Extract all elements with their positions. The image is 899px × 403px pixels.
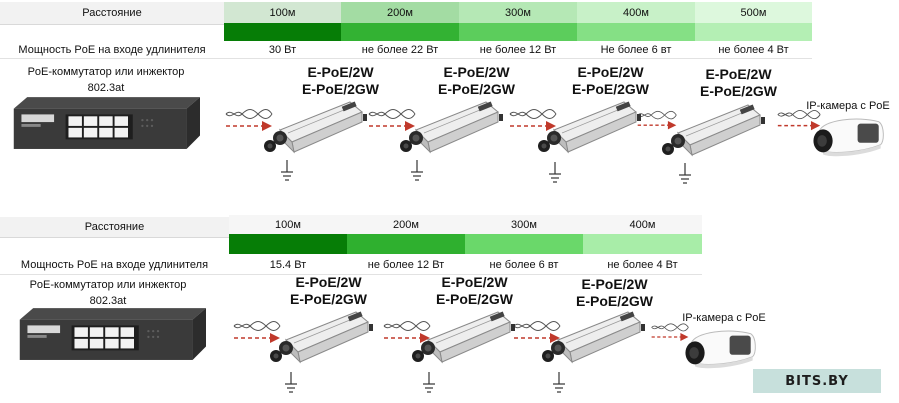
- bottom-switch-caption-2: 802.3at: [89, 295, 127, 307]
- top-distance-5: 500м: [740, 6, 767, 19]
- bottom-power-2: не более 12 Вт: [367, 259, 445, 271]
- top-distance-4: 400м: [623, 6, 649, 19]
- bottom-distance-label-cell: Расстояние: [0, 217, 229, 238]
- model-line1: E-PoE/2W: [441, 274, 508, 290]
- top-switch-caption-2: 802.3at: [87, 82, 125, 94]
- bottom-power-label: Мощность PoE на входе удлинителя: [20, 259, 209, 271]
- model-line1: E-PoE/2W: [295, 274, 362, 290]
- bottom-distance-label: Расстояние: [84, 221, 145, 233]
- bottom-power-4: не более 4 Вт: [607, 259, 678, 271]
- model-line2: E-PoE/2GW: [302, 81, 380, 97]
- model-line1: E-PoE/2W: [705, 66, 772, 82]
- bottom-power-row: Мощность PoE на входе удлинителя 15.4 Вт…: [0, 256, 702, 275]
- top-power-3: не более 12 Вт: [479, 43, 557, 56]
- bottom-segment-2: [347, 234, 465, 254]
- model-line2: E-PoE/2GW: [572, 81, 650, 97]
- watermark-logo: BITS.BY: [753, 369, 881, 393]
- ground-icon: [284, 372, 298, 394]
- bottom-distance-1: 100м: [275, 218, 301, 231]
- top-switch-caption-1: PoE-коммутатор или инжектор: [27, 66, 185, 78]
- model-line2: E-PoE/2GW: [438, 81, 516, 97]
- poe-switch-icon: [8, 95, 200, 153]
- ip-camera-icon: [680, 326, 760, 374]
- model-line2: E-PoE/2GW: [290, 291, 368, 307]
- model-line2: E-PoE/2GW: [436, 291, 514, 307]
- model-line2: E-PoE/2GW: [576, 293, 654, 309]
- bottom-segment-3: [465, 234, 583, 254]
- model-line1: E-PoE/2W: [307, 64, 374, 80]
- top-distance-3: 300м: [505, 6, 531, 19]
- top-power-5: не более 4 Вт: [718, 43, 789, 56]
- bottom-power-3: не более 6 вт: [489, 259, 559, 271]
- bottom-segment-1: [229, 234, 347, 254]
- top-distance-label: Расстояние: [82, 7, 142, 19]
- poe-extender-icon: [258, 100, 368, 160]
- model-line1: E-PoE/2W: [443, 64, 510, 80]
- model-line2: E-PoE/2GW: [700, 83, 778, 99]
- bottom-switch-caption-1: PoE-коммутатор или инжектор: [29, 279, 187, 291]
- model-line1: E-PoE/2W: [577, 64, 644, 80]
- bottom-distance-3: 300м: [511, 218, 537, 231]
- poe-extender-icon: [264, 310, 374, 370]
- bottom-distance-4: 400м: [629, 218, 656, 231]
- top-power-row: Мощность PoE на входе удлинителя 30 Вт н…: [0, 41, 812, 59]
- top-power-2: не более 22 Вт: [361, 43, 439, 56]
- poe-switch-icon: [14, 306, 206, 364]
- poe-extender-icon: [536, 310, 646, 370]
- top-distance-label-cell: Расстояние: [0, 2, 224, 25]
- ground-icon: [422, 372, 436, 394]
- poe-extender-icon: [406, 310, 516, 370]
- top-power-4: Не более 6 вт: [600, 43, 672, 56]
- top-power-1: 30 Вт: [268, 43, 297, 56]
- model-line1: E-PoE/2W: [581, 276, 648, 292]
- poe-extender-icon: [656, 103, 766, 163]
- top-power-label: Мощность PoE на входе удлинителя: [18, 43, 206, 56]
- bottom-camera-caption: IP-камера с PoE: [682, 312, 766, 324]
- ground-icon: [410, 160, 424, 182]
- bottom-segment-4: [583, 234, 702, 254]
- top-distance-2: 200м: [387, 6, 413, 19]
- poe-extender-icon: [394, 100, 504, 160]
- poe-extender-icon: [532, 100, 642, 160]
- bottom-power-1: 15.4 Вт: [269, 259, 307, 271]
- top-distance-1: 100м: [269, 6, 296, 19]
- ground-icon: [280, 160, 294, 182]
- top-camera-caption: IP-камера с PoE: [806, 100, 890, 112]
- bottom-distance-2: 200м: [393, 218, 419, 231]
- ip-camera-icon: [808, 114, 888, 162]
- ground-icon: [552, 372, 566, 394]
- ground-icon: [678, 163, 692, 185]
- ground-icon: [548, 162, 562, 184]
